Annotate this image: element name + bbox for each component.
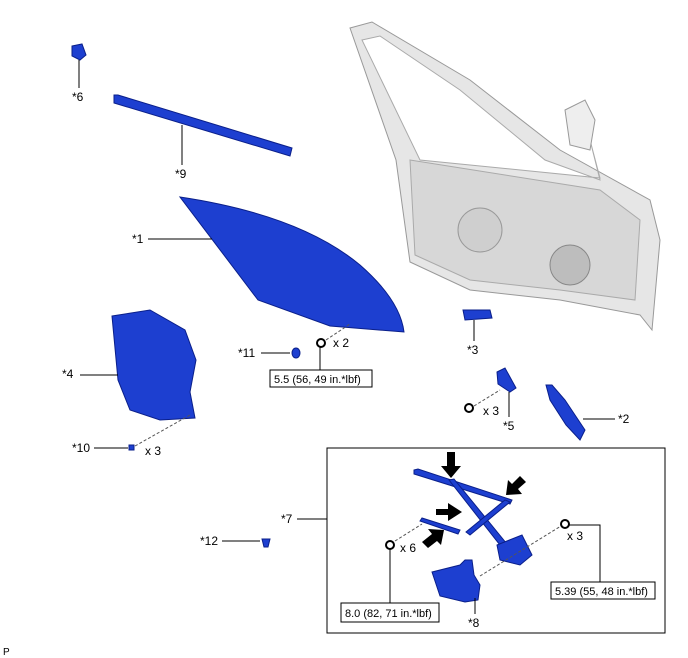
bolt-icon [316, 338, 326, 348]
part-2 [545, 384, 586, 441]
corner-mark: P [3, 647, 10, 658]
label-10: *10 [72, 441, 90, 455]
label-3: *3 [467, 343, 479, 357]
torque-spec-2: 8.0 (82, 71 in.*lbf) [345, 608, 432, 620]
bolt-icon [464, 403, 474, 413]
label-5: *5 [503, 419, 515, 433]
label-6: *6 [72, 90, 84, 104]
label-12: *12 [200, 534, 218, 548]
part-11 [291, 347, 301, 359]
part-12 [261, 538, 271, 548]
quantity-2: x 3 [145, 444, 161, 458]
door-panel [349, 21, 661, 332]
part-5 [496, 367, 517, 393]
label-4: *4 [62, 367, 74, 381]
quantity-5: x 3 [567, 529, 583, 543]
part-3 [462, 309, 493, 321]
part-4-service-hole-cover [111, 309, 197, 421]
part-8-regulator-motor [431, 559, 481, 603]
part-7-window-regulator [413, 468, 533, 566]
bolt-icon [385, 540, 395, 550]
torque-spec-1: 5.5 (56, 49 in.*lbf) [274, 374, 361, 386]
label-9: *9 [175, 167, 187, 181]
label-1: *1 [132, 232, 144, 246]
quantity-3: x 3 [483, 404, 499, 418]
label-11: *11 [238, 346, 255, 360]
label-8: *8 [468, 616, 480, 630]
part-10 [128, 444, 135, 451]
part-9-weatherstrip [113, 94, 293, 157]
label-7: *7 [281, 512, 293, 526]
part-1-door-glass [178, 196, 405, 333]
quantity-1: x 2 [333, 336, 349, 350]
torque-spec-3: 5.39 (55, 48 in.*lbf) [555, 586, 648, 598]
quantity-4: x 6 [400, 541, 416, 555]
part-6 [71, 43, 87, 61]
label-2: *2 [618, 412, 630, 426]
arrow-icons [422, 452, 526, 548]
bolt-icon [560, 519, 570, 529]
